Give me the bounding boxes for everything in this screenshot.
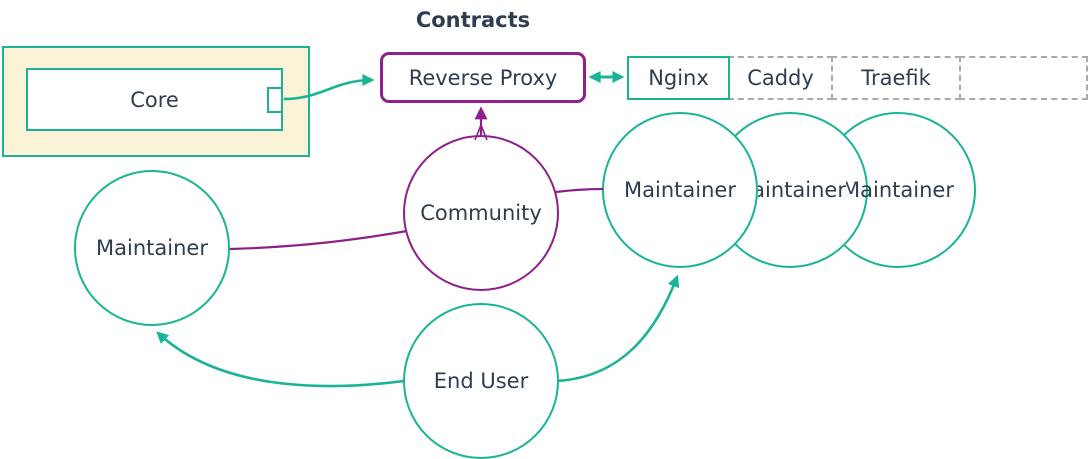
maintainer-left-node: Maintainer	[74, 170, 230, 326]
traefik-label: Traefik	[861, 66, 931, 90]
proxy-option-cell-nginx: Nginx	[627, 56, 730, 100]
community-node: Community	[403, 135, 559, 291]
edge-enduser-to-maintainer-stack	[556, 274, 680, 383]
core-node: Core	[26, 68, 283, 131]
core-node-label: Core	[130, 87, 179, 112]
maintainer-left-label: Maintainer	[96, 236, 208, 260]
end-user-label: End User	[433, 369, 529, 393]
end-user-node: End User	[403, 303, 559, 459]
edge-community-maintainer-stack	[555, 187, 604, 194]
community-label: Community	[420, 201, 542, 225]
maintainer-stack-node-1: Maintainer	[602, 112, 758, 268]
edge-enduser-to-maintainer-left	[156, 331, 405, 388]
edge-community-maintainer-left	[229, 229, 408, 251]
proxy-option-cell-traefik: Traefik	[831, 56, 961, 100]
maintainer-1-label: Maintainer	[624, 178, 736, 202]
diagram-title: Contracts	[415, 8, 531, 32]
proxy-option-cell-caddy: Caddy	[728, 56, 833, 100]
reverse-proxy-node: Reverse Proxy	[380, 52, 586, 103]
reverse-proxy-label: Reverse Proxy	[408, 65, 558, 90]
nginx-label: Nginx	[648, 66, 709, 90]
core-port-connector	[267, 87, 283, 113]
caddy-label: Caddy	[747, 66, 814, 90]
proxy-option-cell-empty	[959, 56, 1088, 100]
